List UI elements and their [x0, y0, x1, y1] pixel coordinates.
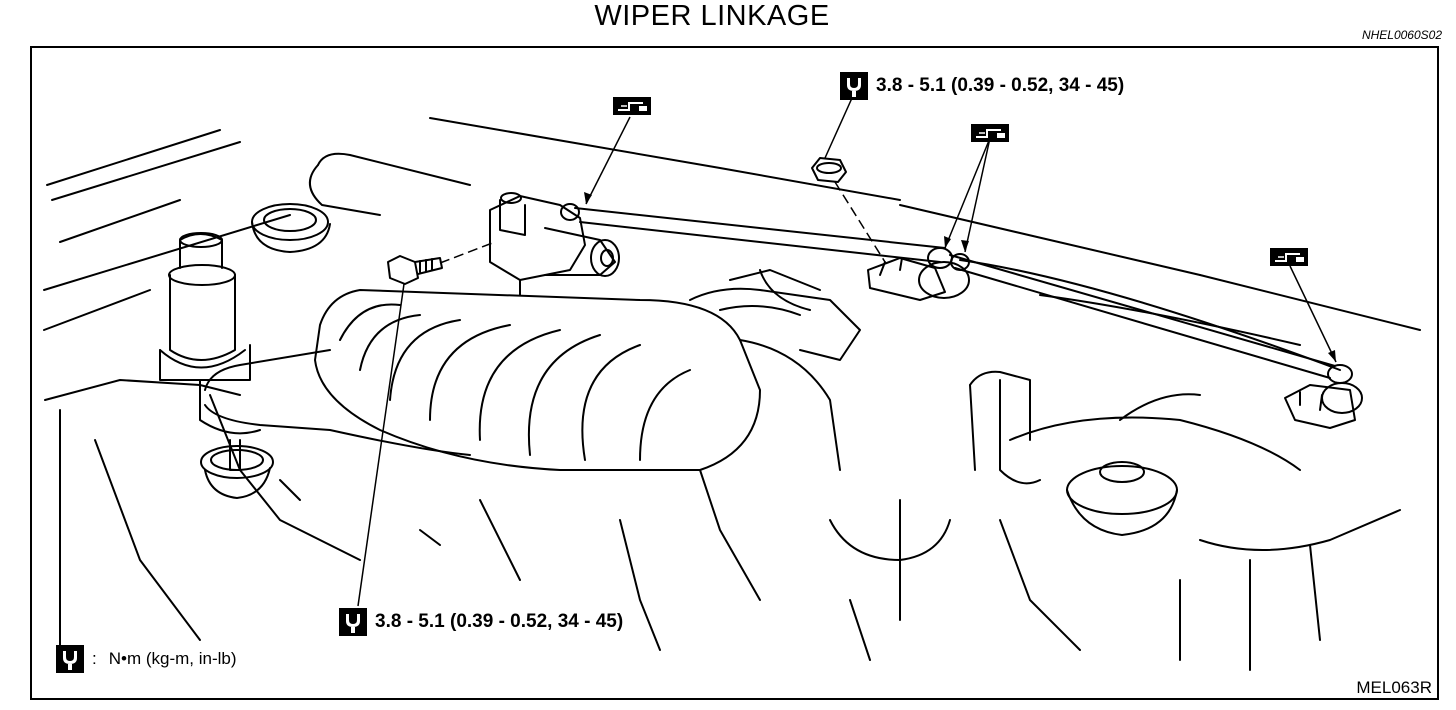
grease-point-icon: [612, 96, 652, 116]
grease-point-icon: [970, 123, 1010, 143]
torque-wrench-icon: [56, 645, 84, 673]
torque-value: 3.8 - 5.1 (0.39 - 0.52, 34 - 45): [375, 611, 624, 632]
legend: : N•m (kg-m, in-lb): [56, 645, 237, 673]
torque-spec-top: 3.8 - 5.1 (0.39 - 0.52, 34 - 45): [840, 72, 1124, 100]
grease-point-icon: [1269, 247, 1309, 267]
torque-spec-bottom: 3.8 - 5.1 (0.39 - 0.52, 34 - 45): [339, 608, 623, 636]
legend-unit: N•m (kg-m, in-lb): [108, 649, 237, 668]
legend-separator: :: [92, 649, 97, 668]
diagram-frame: [30, 46, 1439, 700]
torque-wrench-icon: [840, 72, 868, 100]
diagram-title: WIPER LINKAGE: [594, 0, 830, 32]
figure-reference: MEL063R: [1356, 678, 1432, 697]
section-code: NHEL0060S02: [1361, 28, 1442, 42]
torque-wrench-icon: [339, 608, 367, 636]
torque-value: 3.8 - 5.1 (0.39 - 0.52, 34 - 45): [876, 75, 1125, 96]
